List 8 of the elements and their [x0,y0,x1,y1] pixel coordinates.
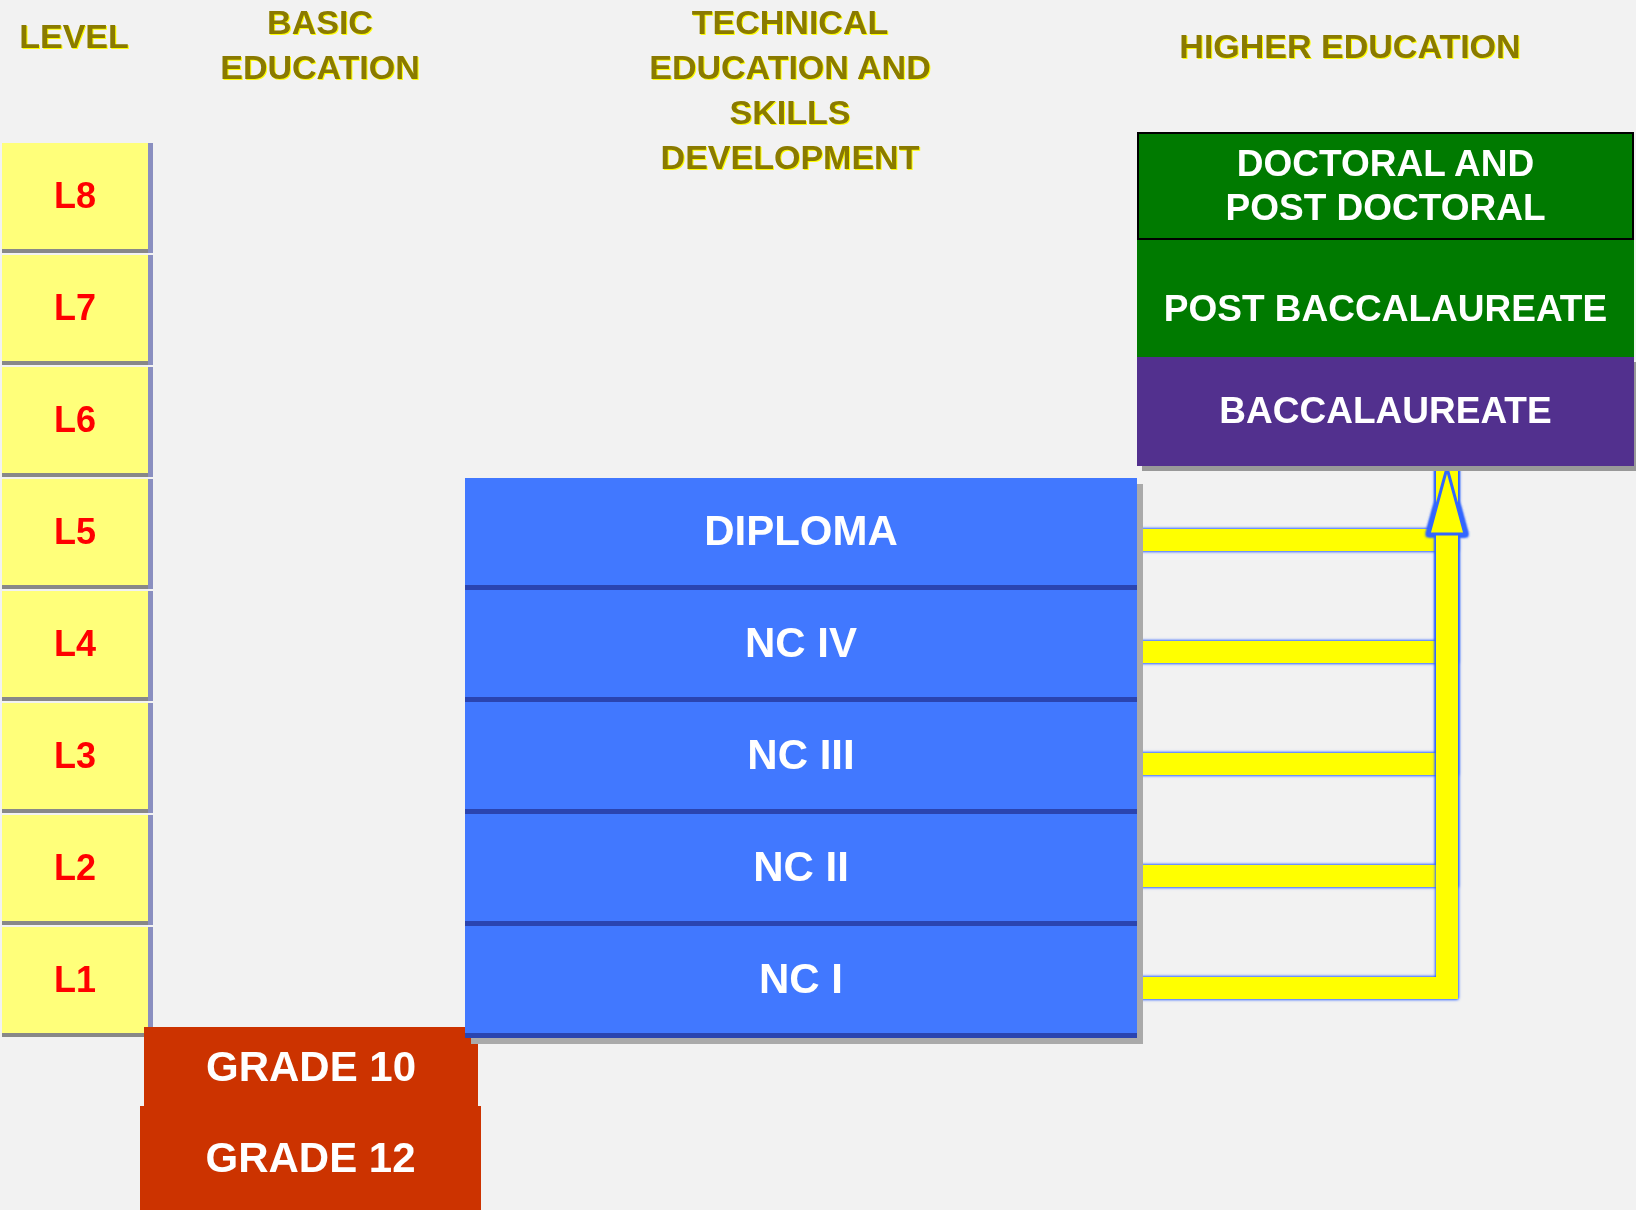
grade-box: GRADE 10 [144,1027,478,1107]
column-heading: TECHNICAL EDUCATION AND SKILLS DEVELOPMENT [648,2,932,178]
column-heading: BASIC EDUCATION [219,2,421,88]
column-heading: HIGHER EDUCATION [1178,26,1522,67]
column-heading: LEVEL [18,16,130,57]
qualification-box: POST BACCALAUREATE [1137,240,1634,357]
grade-box: GRADE 12 [140,1106,481,1210]
qualification-box: DOCTORAL AND POST DOCTORAL [1137,132,1634,240]
